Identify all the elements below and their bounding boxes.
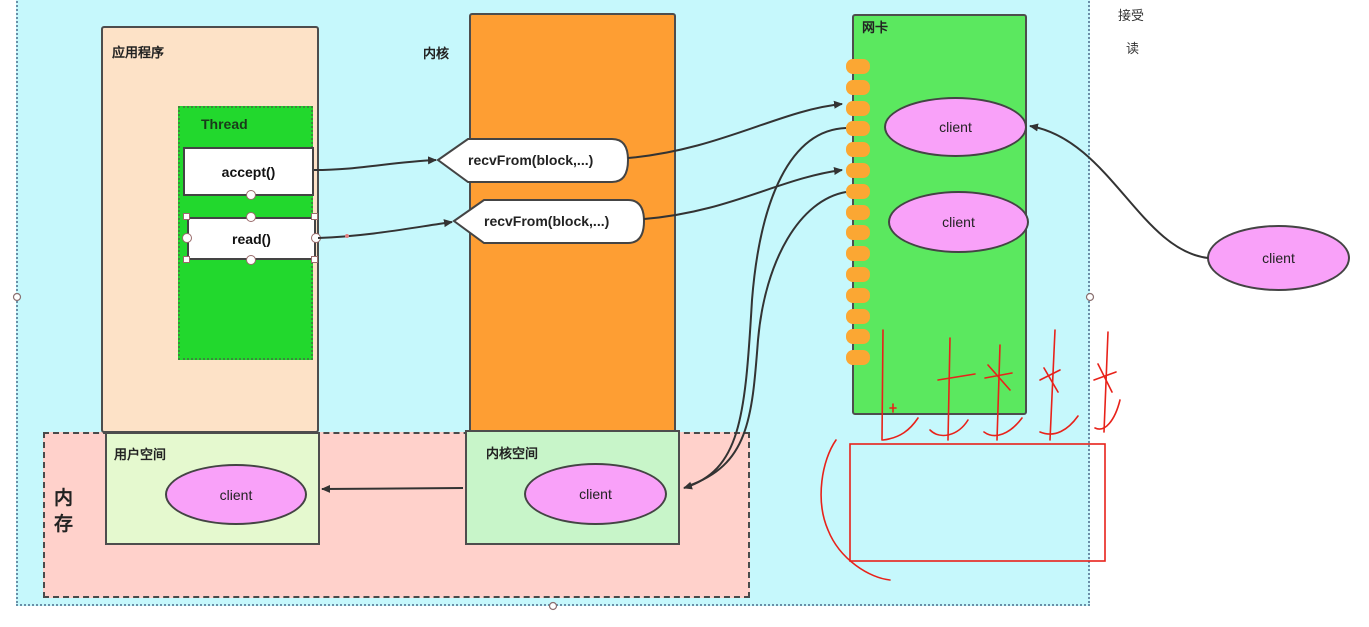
recvfrom-label: recvFrom(block,...) [484, 213, 610, 229]
nic-queue-slot [846, 246, 870, 262]
client-label: client [579, 486, 612, 502]
accept-label: accept() [221, 163, 276, 180]
nic-queue-slot [846, 183, 870, 199]
recv2-to-nic-arrow [643, 167, 843, 220]
nic-queue-slot [846, 267, 870, 282]
nic-queue-slot [846, 350, 870, 366]
selection-corner[interactable] [183, 213, 190, 220]
note-accept: 接受 [1118, 8, 1145, 23]
kspace-to-user-arrow [321, 484, 464, 493]
nic-client-bottom[interactable]: client [888, 191, 1029, 253]
selection-corner[interactable] [311, 213, 318, 220]
user-space-client[interactable]: client [165, 464, 307, 525]
handwritten-annotation [820, 329, 1121, 581]
selection-corner[interactable] [311, 256, 318, 263]
user-space-label: 用户空间 [114, 447, 167, 462]
application-label: 应用程序 [112, 45, 165, 60]
read-to-recv-arrow [317, 219, 453, 239]
client-label: client [1262, 250, 1295, 266]
recv-callout-2 [452, 199, 646, 244]
nic-to-kspace-arrow-1 [683, 127, 847, 490]
selection-handle[interactable] [246, 255, 256, 265]
nic-queue-slot [846, 204, 870, 220]
note-read: 读 [1126, 41, 1140, 56]
accept-box[interactable]: accept() [183, 147, 314, 196]
thread-label: Thread [201, 116, 248, 132]
selection-handle[interactable] [182, 233, 192, 243]
nic-queue-slot [846, 100, 870, 116]
recvfrom-label: recvFrom(block,...) [468, 152, 594, 168]
nic-queue-slot [846, 308, 870, 324]
nic-queue-slot [846, 163, 870, 178]
nic-client-top[interactable]: client [884, 97, 1027, 157]
client-label: client [942, 214, 975, 230]
selection-corner[interactable] [183, 256, 190, 263]
read-label: read() [232, 230, 271, 247]
nic-queue-slot [846, 225, 870, 241]
nic-label: 网卡 [862, 20, 889, 35]
client-label: client [219, 486, 253, 503]
nic-queue-slot [846, 329, 870, 345]
kernel-space-label: 内核空间 [486, 446, 539, 461]
memory-label: 内存 [54, 488, 74, 535]
selection-handle[interactable] [246, 190, 256, 200]
nic-queue-slot [846, 121, 870, 137]
external-to-nic-arrow [1029, 123, 1209, 259]
client-label: client [939, 119, 972, 135]
selection-handle[interactable] [246, 212, 256, 222]
nic-to-kspace-arrow-2 [687, 191, 847, 487]
nic-queue-slot [846, 79, 870, 95]
recv1-to-nic-arrow [627, 100, 843, 159]
external-client[interactable]: client [1207, 225, 1350, 291]
accept-to-recv-arrow [313, 156, 437, 171]
kernel-label: 内核 [423, 46, 450, 61]
nic-queue-slot [846, 59, 870, 74]
nic-queue-slot [846, 287, 870, 303]
kernel-space-client[interactable]: client [524, 463, 667, 525]
nic-queue-slot [846, 142, 870, 158]
recv-callout-1 [436, 138, 630, 183]
